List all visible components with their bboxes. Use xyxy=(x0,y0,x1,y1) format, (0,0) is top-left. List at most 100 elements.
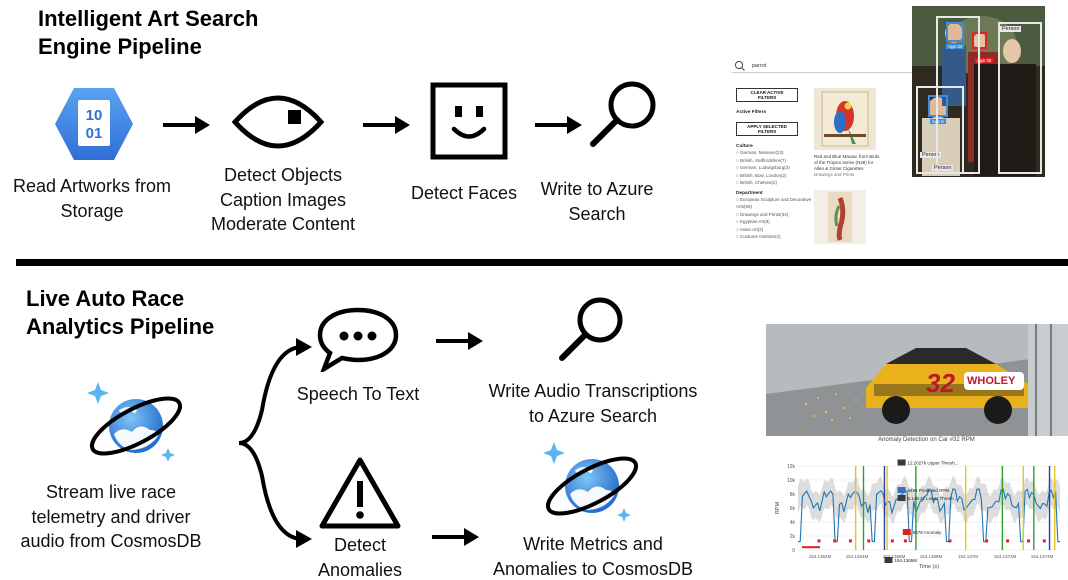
tooltip-text: 12.2027k Upper Thresh... xyxy=(908,461,959,466)
read-artworks-label: Read Artworks from Storage xyxy=(0,174,184,223)
person-box xyxy=(936,16,980,174)
tooltip-swatch xyxy=(897,487,906,493)
detect-anomalies-label: Detect Anomalies xyxy=(300,533,420,580)
speech-to-text-label: Speech To Text xyxy=(278,382,438,407)
anomaly-point xyxy=(903,539,907,543)
facet-item: ○ European Sculpture and Decorative Arts… xyxy=(736,196,812,210)
storage-icon: 10 01 xyxy=(55,88,133,160)
y-tick-label: 8k xyxy=(790,492,796,498)
y-tick-label: 10k xyxy=(787,478,796,484)
read-label-line2: Storage xyxy=(60,200,124,221)
clear-filters-line2: FILTERS xyxy=(757,95,777,100)
facet-item: ○ British, Bow, London(2) xyxy=(736,172,787,178)
face-tag: Age 35 xyxy=(975,58,994,63)
tooltip-swatch xyxy=(902,529,911,535)
search-icon xyxy=(590,81,656,147)
car-number: 32 xyxy=(926,368,955,398)
anomaly-point xyxy=(1027,539,1031,543)
stream-telemetry-label: Stream live race telemetry and driver au… xyxy=(16,480,206,554)
facet-item: ○ German, Meissen(23) xyxy=(736,150,784,155)
cosmosdb-icon xyxy=(543,442,638,522)
fork-arrows xyxy=(238,338,312,548)
race-title-line1: Live Auto Race xyxy=(26,286,185,311)
face-box xyxy=(928,95,948,117)
apply-filters-button: APPLY SELECTED FILTERS xyxy=(736,122,798,136)
facet-item: ○ German, Ludwigsburg(3) xyxy=(736,165,790,170)
preview-search-bar: parrot xyxy=(732,60,912,73)
anomaly-point xyxy=(848,539,852,543)
face-icon xyxy=(430,82,508,160)
person-tag: Person xyxy=(1000,26,1022,32)
anomaly-point xyxy=(948,539,952,543)
write-metrics-line2: Anomalies to CosmosDB xyxy=(492,558,694,579)
y-tick-label: 12k xyxy=(787,464,796,470)
result-thumbnail-parrot xyxy=(814,88,876,150)
facet-item: ○ British, Staffordshire(7) xyxy=(736,157,786,163)
result-thumbnail-2 xyxy=(814,190,866,244)
read-label-line1: Read Artworks from xyxy=(12,176,172,196)
y-tick-label: 0 xyxy=(792,548,795,554)
y-axis-label: RPM xyxy=(775,501,781,514)
facet-item: ○ Costume Institute(2) xyxy=(736,234,781,239)
detect-faces-label: Detect Faces xyxy=(394,181,534,206)
storage-icon-text-1: 10 xyxy=(86,107,103,124)
culture-facet: Culture ○ German, Meissen(23) ○ British,… xyxy=(736,140,814,241)
eye-icon xyxy=(232,95,324,149)
faces-label-line1: Detect Faces xyxy=(410,183,518,203)
write-label-line2: Search xyxy=(568,203,626,224)
race-car-photo: 32 WHOLEY xyxy=(766,324,1068,436)
apply-filters-line1: APPLY SELECTED xyxy=(747,124,787,129)
tooltip-swatch xyxy=(897,459,906,466)
department-heading: Department xyxy=(736,190,763,196)
photo-caption: Anomaly Detection on Car #32 RPM xyxy=(878,437,975,443)
result-sub-text: Drawings and Prints xyxy=(814,172,855,177)
arrow-icon xyxy=(163,116,210,134)
anomaly-segment xyxy=(802,546,820,549)
search-icon xyxy=(559,297,623,361)
x-tick-label: 154.1374M xyxy=(1031,554,1054,559)
race-title-line2: Analytics Pipeline xyxy=(26,314,215,339)
detect-objects-label: Detect Objects Caption Images Moderate C… xyxy=(188,163,378,237)
arrow-icon xyxy=(535,116,582,134)
stream-label-line2: telemetry and driver xyxy=(31,506,191,527)
preview-search-text: parrot xyxy=(752,63,767,69)
anomaly-point xyxy=(833,539,837,543)
detect-label-line3: Moderate Content xyxy=(210,214,356,234)
clear-filters-line1: CLEAR ACTIVE xyxy=(750,90,784,95)
clear-filters-button: CLEAR ACTIVE FILTERS xyxy=(736,88,798,102)
stream-label-line3: audio from CosmosDB xyxy=(20,531,202,551)
face-detection-preview: Age 34 Age 35 Age 6 Person Person Person xyxy=(912,6,1045,177)
arrow-icon xyxy=(436,332,483,350)
cosmosdb-icon xyxy=(87,382,182,462)
active-filters-heading: Active Filters xyxy=(736,110,767,115)
tooltip-text: 5.149.4k Lower Thresh... xyxy=(908,496,958,501)
car-sponsor: WHOLEY xyxy=(967,375,1016,387)
write-metrics-line1: Write Metrics and xyxy=(523,534,663,554)
anomalies-line2: Anomalies xyxy=(317,559,403,580)
tooltip-swatch xyxy=(897,495,906,501)
anomaly-point xyxy=(817,539,821,543)
facet-item: ○ Asian Art(2) xyxy=(736,226,764,232)
culture-heading: Culture xyxy=(736,144,753,149)
anomaly-point xyxy=(1006,539,1010,543)
arrow-icon xyxy=(363,116,410,134)
result-caption: Red and Blue Macaw, from Birds of the Tr… xyxy=(814,154,884,178)
anomaly-point xyxy=(867,539,871,543)
x-tick-label: 154.137M xyxy=(958,554,978,559)
y-tick-label: 2k xyxy=(790,534,796,540)
anomaly-point xyxy=(1042,539,1046,543)
tooltip-text: 8478 Anomaly xyxy=(913,530,942,535)
write-metrics-label: Write Metrics and Anomalies to CosmosDB xyxy=(462,532,724,580)
tooltip-swatch xyxy=(884,557,893,563)
speech-label-line1: Speech To Text xyxy=(296,384,420,404)
art-title-line2: Engine Pipeline xyxy=(38,34,202,59)
section-divider xyxy=(16,259,1068,266)
x-tick-label: 154.1364M xyxy=(846,554,869,559)
anomaly-point xyxy=(890,539,894,543)
x-tick-label: 154.1366M xyxy=(883,554,906,559)
result-caption-text: Red and Blue Macaw, from Birds of the Tr… xyxy=(814,154,880,171)
person-tag: Person xyxy=(920,152,942,158)
x-tick-label: 154.1368M xyxy=(920,554,943,559)
x-tick-label: 154.1362M xyxy=(809,554,832,559)
